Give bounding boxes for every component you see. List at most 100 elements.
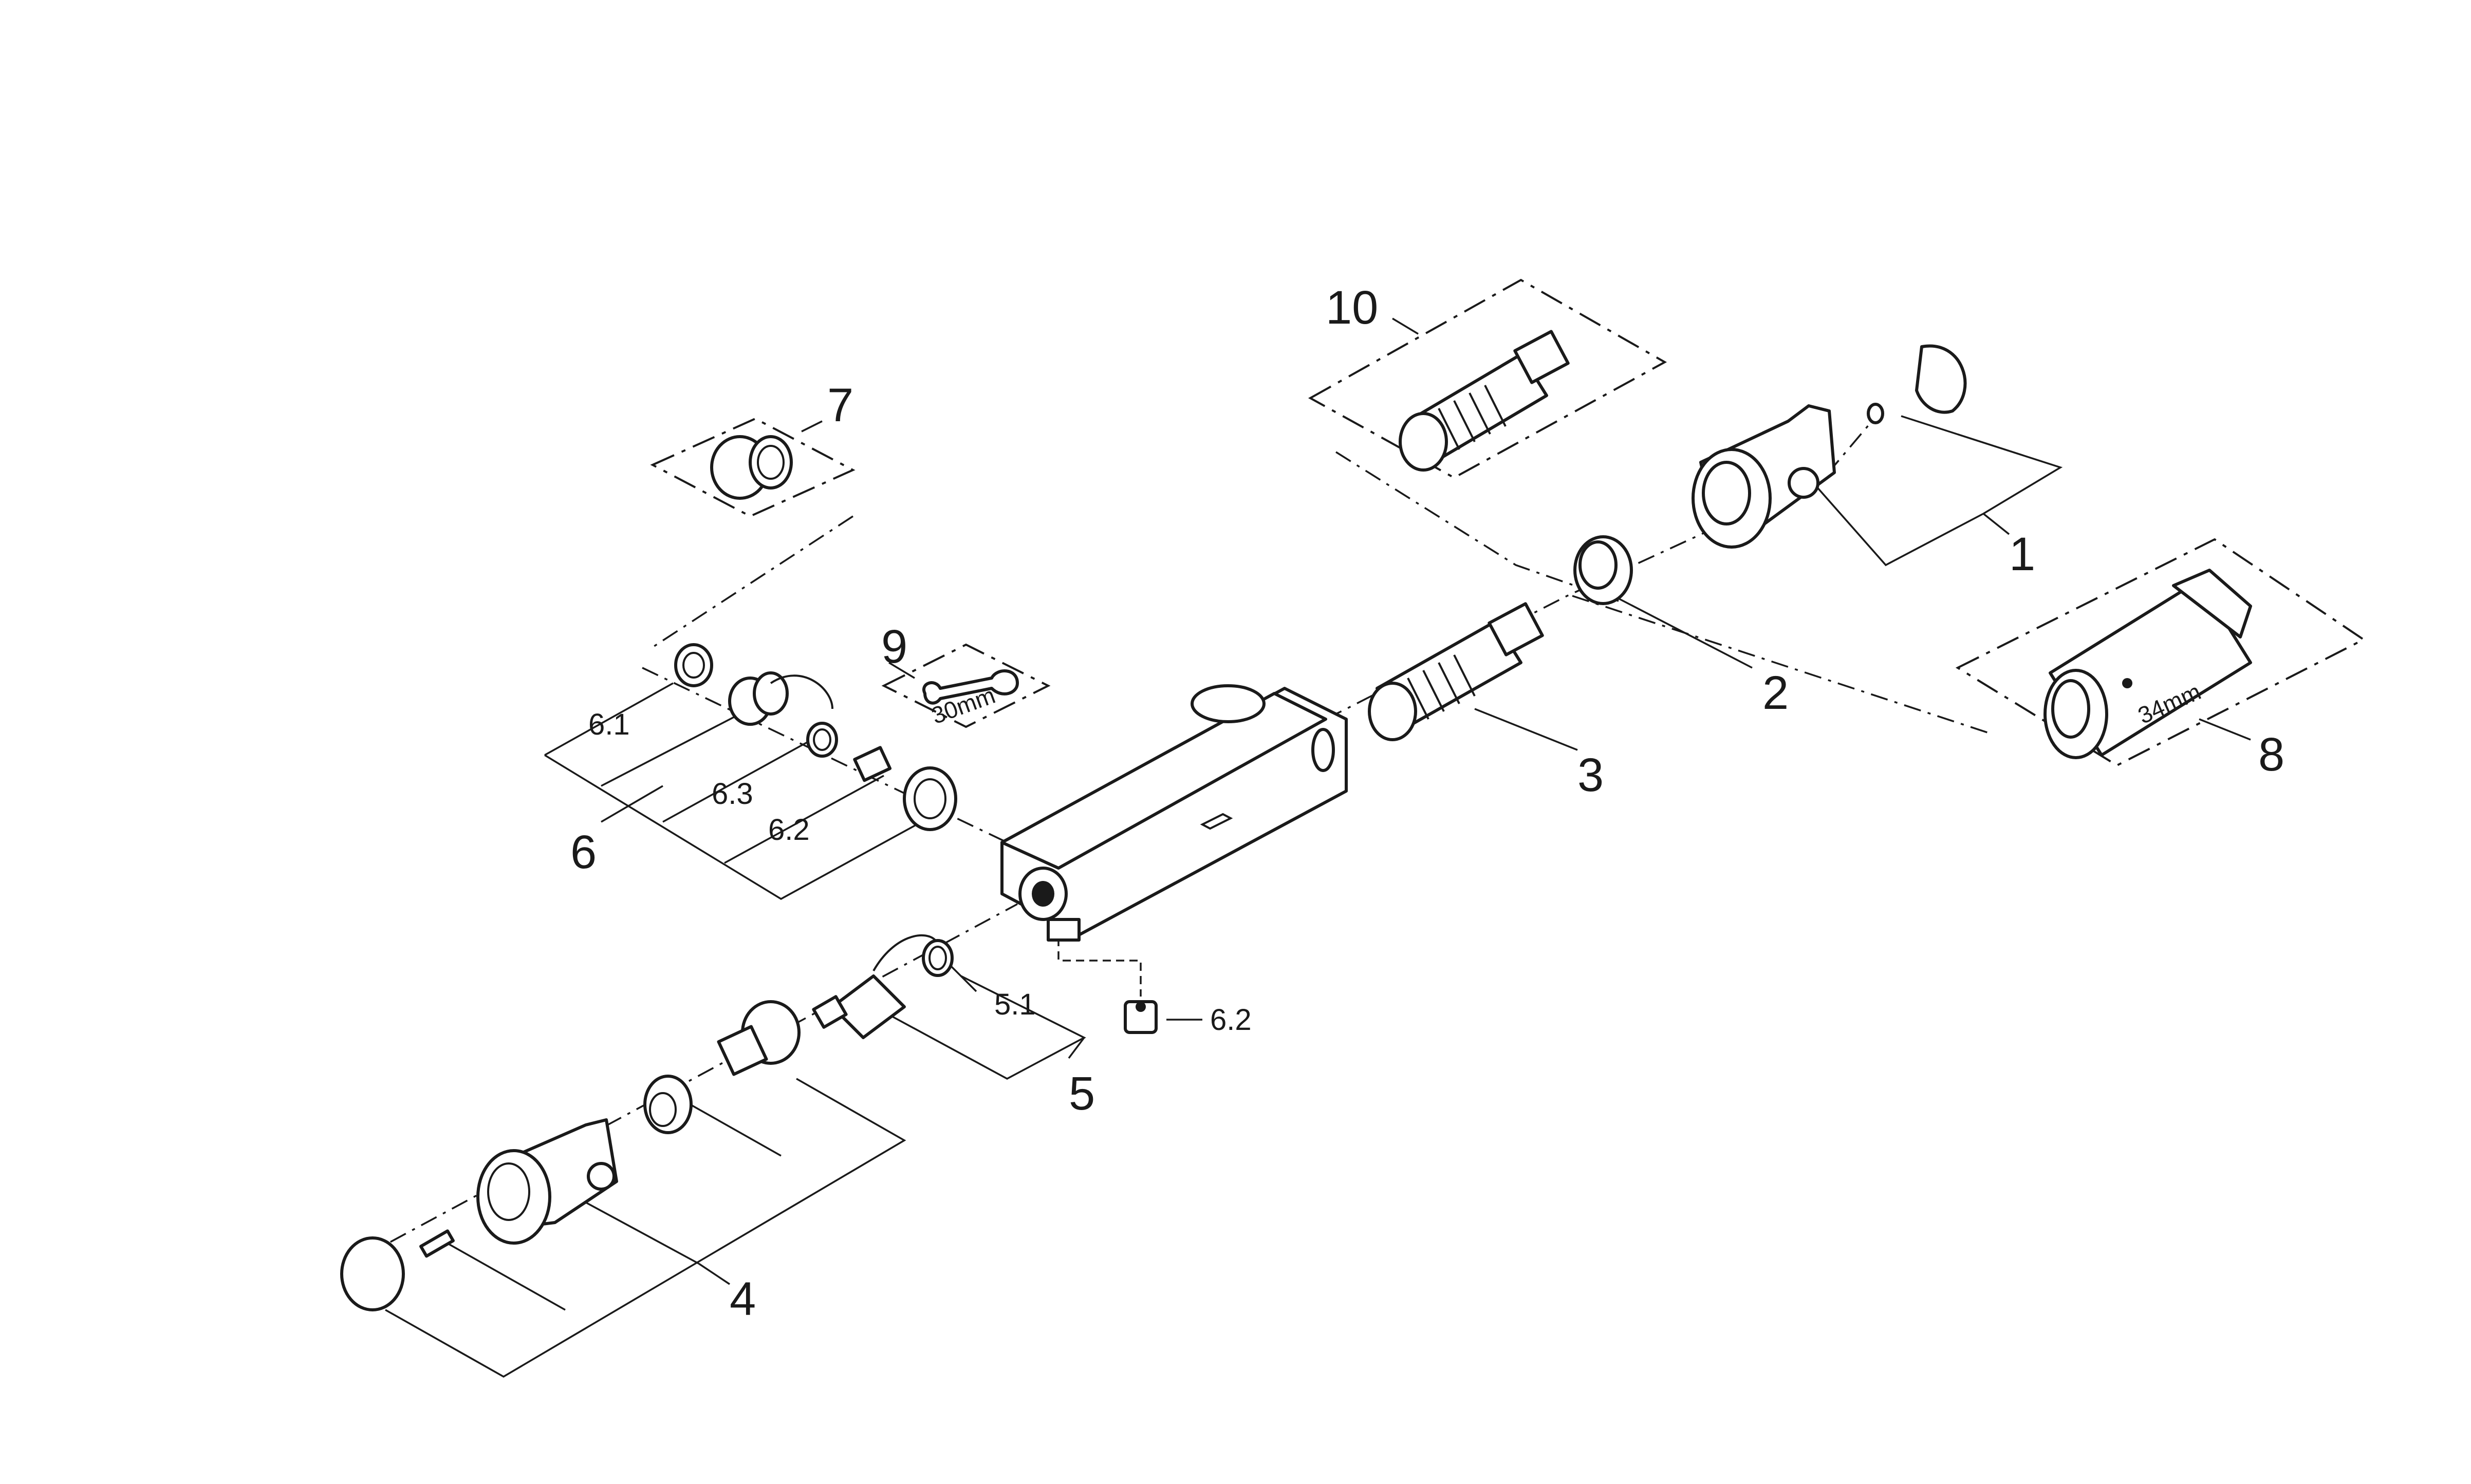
label-8: 8 <box>2258 728 2284 781</box>
part-4-cap <box>340 1236 405 1311</box>
part-9-wrench <box>922 669 1019 705</box>
part-4-spline-inner <box>649 1092 677 1127</box>
part-6-1-filter <box>674 643 713 687</box>
part-6-3-oring-inner <box>813 728 831 751</box>
part-4-handle-mouth <box>476 1149 551 1245</box>
part-4-screw <box>419 1229 455 1258</box>
part-10-cartridge <box>1399 330 1570 472</box>
label-6-2: 6.2 <box>768 813 810 847</box>
leader-8 <box>2199 718 2251 741</box>
leader-7 <box>801 420 823 433</box>
part-6-3-oring <box>806 722 838 758</box>
body-right-cap <box>1311 728 1335 772</box>
label-1: 1 <box>2009 528 2035 580</box>
body-top <box>1000 692 1327 870</box>
part-4-handle-mouth-inner <box>487 1162 530 1221</box>
leader-6-line2 <box>601 713 740 787</box>
part-6-2-valve <box>853 746 892 782</box>
part-8-socket <box>2043 569 2252 759</box>
cartridge10-spindle <box>1513 330 1570 384</box>
label-9: 9 <box>881 621 907 673</box>
leader-4-frame <box>385 1078 906 1378</box>
label-6-1: 6.1 <box>588 708 630 741</box>
part-5-1-oring-inner <box>928 946 947 970</box>
handle-screw <box>1867 403 1884 424</box>
valve-6-2-right-hole <box>1136 1002 1146 1012</box>
cartridge-end <box>1368 682 1417 741</box>
cartridge-knurl <box>1407 654 1476 720</box>
leader-lines <box>385 317 2251 1378</box>
adapter-thread <box>749 435 793 490</box>
part-6-nut-inner <box>914 778 946 819</box>
box-9 <box>881 643 1051 728</box>
part-5-cartridge <box>831 974 906 1039</box>
leader-1a <box>1808 477 1984 567</box>
leader-3 <box>1474 708 1578 751</box>
wrench-shape <box>922 669 1019 705</box>
cartridge10-knurl <box>1438 385 1507 450</box>
socket-head <box>2172 569 2252 638</box>
thermostat-body <box>1000 684 1348 942</box>
leader-4-label <box>698 1263 730 1285</box>
label-5-1: 5.1 <box>994 988 1036 1021</box>
leader-9 <box>888 662 915 679</box>
leader-1c <box>1982 513 2010 535</box>
part-6-assembly <box>674 643 957 831</box>
part-5-1-oring <box>922 939 954 977</box>
label-6: 6 <box>570 826 597 878</box>
axis-7-to-6 <box>652 515 853 648</box>
leader-1b <box>1901 415 2063 515</box>
leader-6-2 <box>724 775 884 864</box>
part-4-assembly <box>340 1000 801 1311</box>
part-4-spline <box>643 1075 693 1134</box>
part-4-adapter <box>717 1025 768 1076</box>
leader-6-3 <box>662 739 812 823</box>
part-4-handle-hole <box>587 1162 616 1191</box>
label-6-3: 6.3 <box>712 777 753 811</box>
body-inlet-top <box>1191 684 1266 723</box>
body-left-port-hole <box>1032 881 1054 907</box>
socket-hole <box>2122 678 2132 688</box>
lower-axis <box>359 903 1018 1260</box>
leader-4-line2 <box>575 1196 699 1265</box>
socket-end-inner <box>2051 679 2090 739</box>
part-5-arrow <box>872 934 936 971</box>
leader-6-label <box>601 785 663 823</box>
leader-4-line1 <box>447 1242 566 1311</box>
part-6-fitting-thread <box>753 671 789 716</box>
cartridge-spindle <box>1488 602 1544 656</box>
part-6-1-mesh <box>682 652 705 679</box>
part-7-adapter <box>710 435 793 500</box>
part-5-assembly <box>812 934 954 1039</box>
axis-to-6-2 <box>1057 925 1142 997</box>
part-1-handle <box>1692 344 1967 549</box>
label-6-2-right: 6.2 <box>1210 1003 1252 1037</box>
part-5-spindle <box>812 995 848 1029</box>
leader-5-tail <box>1068 1037 1085 1059</box>
handle-hole <box>1788 467 1819 499</box>
part-6-nut <box>903 766 957 831</box>
label-4: 4 <box>730 1273 756 1325</box>
adapter-inner <box>757 445 785 480</box>
part-2-ring <box>1573 535 1633 605</box>
body-outlet <box>1047 918 1081 942</box>
leader-10 <box>1392 317 1419 335</box>
body-logo-mark <box>1200 813 1233 830</box>
box-10 <box>1308 278 1667 479</box>
handle-mouth-inner <box>1702 461 1751 525</box>
ring-inner <box>1578 540 1618 590</box>
label-2: 2 <box>1762 667 1789 719</box>
leader-2 <box>1613 595 1753 669</box>
label-5: 5 <box>1069 1067 1095 1120</box>
cartridge10-end <box>1399 412 1448 472</box>
part-6-2-right-valve <box>1124 1000 1158 1034</box>
box-7 <box>650 417 856 518</box>
axis-to-8 <box>1572 595 1994 736</box>
leader-5-frame <box>883 975 1086 1080</box>
handle-clip <box>1915 344 1967 414</box>
part-3-cartridge <box>1368 602 1544 741</box>
label-7: 7 <box>827 379 853 431</box>
leader-6-1 <box>544 682 674 756</box>
